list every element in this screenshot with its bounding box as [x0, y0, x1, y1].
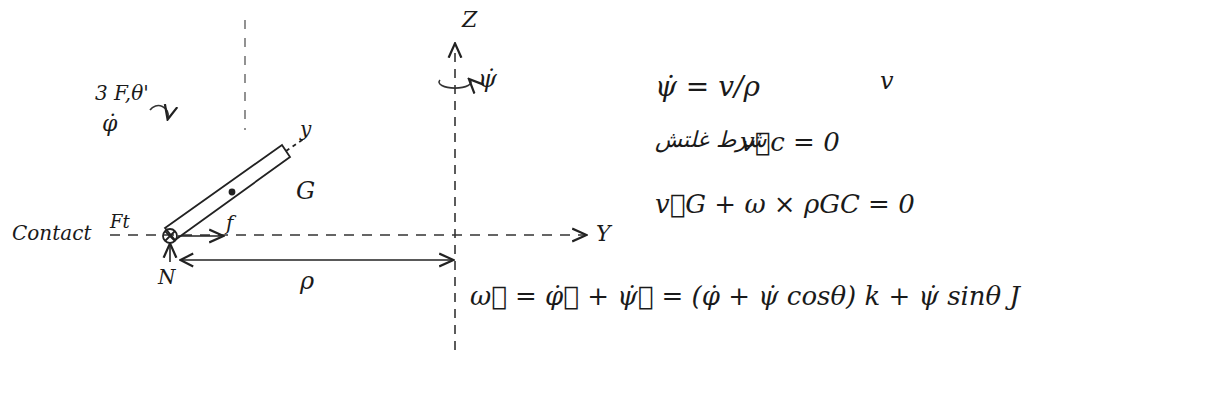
- handwritten-label: 3 F,θ': [95, 82, 149, 104]
- rod: [163, 138, 305, 243]
- handwritten-label: y: [300, 118, 311, 140]
- handwritten-label: N: [158, 266, 176, 288]
- forces: [170, 236, 452, 262]
- handwritten-label: f: [226, 212, 233, 234]
- handwritten-label: Z: [462, 8, 477, 32]
- handwritten-label: ψ̇: [478, 66, 497, 92]
- handwritten-label: Y: [596, 222, 611, 246]
- handwritten-label: Ft: [110, 212, 130, 232]
- handwritten-label: φ̇: [102, 112, 117, 136]
- handwritten-label: ω⃗ = φ̇⃗ + ψ̇⃗ = (φ̇ + ψ̇ cosθ) k + ψ̇ s…: [470, 282, 1020, 311]
- handwritten-label: G: [296, 178, 315, 204]
- handwritten-label: v⃗G + ω × ρGC = 0: [655, 190, 915, 219]
- handwritten-label: Contact: [12, 222, 91, 244]
- handwritten-label: v: [880, 68, 894, 94]
- handwritten-label: ρ: [300, 268, 314, 294]
- handwritten-label: v⃗c = 0: [740, 128, 840, 157]
- handwritten-label: ψ̇ = v/ρ: [655, 72, 760, 103]
